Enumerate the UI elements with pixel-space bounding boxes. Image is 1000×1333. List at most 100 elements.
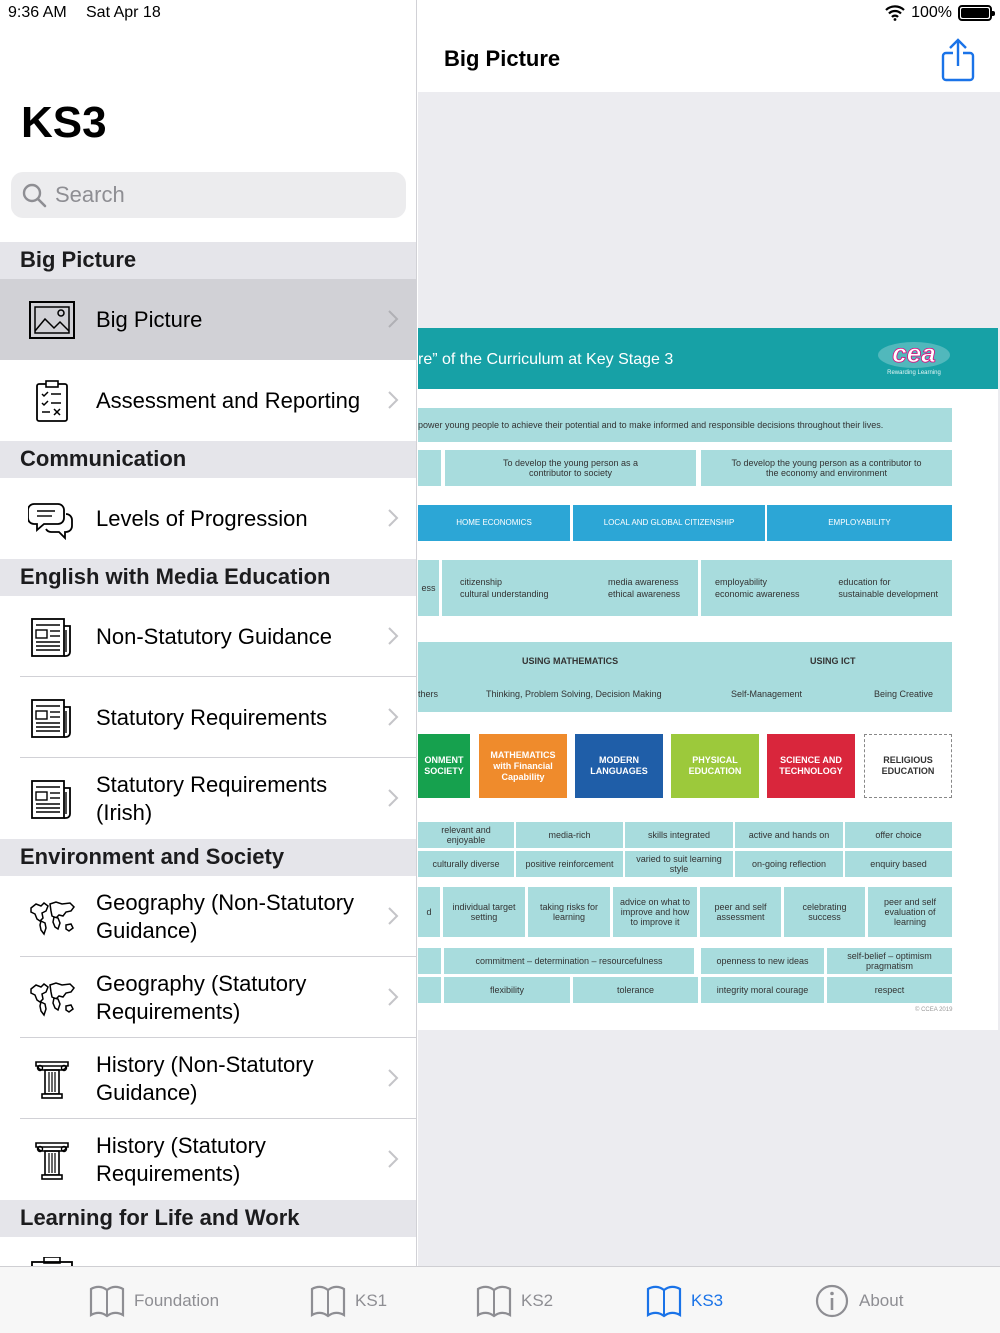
sidebar-item-non-statutory-guidance[interactable]: Non-Statutory Guidance: [0, 596, 416, 677]
newspaper-icon: [31, 618, 71, 657]
poster-strand: LOCAL AND GLOBAL CITIZENSHIP: [573, 505, 765, 541]
key-element: citizenship: [460, 577, 503, 587]
chevron-right-icon: [388, 988, 399, 1006]
tab-label: Foundation: [134, 1291, 220, 1310]
assessment-item: peer and self evaluation of learning: [868, 887, 952, 937]
sidebar-item-label: Statutory Requirements (Irish): [96, 771, 328, 825]
sidebar-item-statutory-requirements-irish[interactable]: Statutory Requirements (Irish): [0, 758, 416, 839]
chevron-right-icon: [388, 789, 399, 807]
section-header-english-with-media-education: English with Media Education: [0, 559, 416, 596]
tab-label: KS1: [355, 1291, 388, 1310]
attitude-item: flexibility: [444, 977, 570, 1003]
sidebar-item-levels-of-progression[interactable]: Levels of Progression: [0, 478, 416, 559]
sidebar-item-big-picture[interactable]: Big Picture: [0, 279, 416, 360]
sidebar-item-geography-non-statutory[interactable]: Geography (Non-Statutory Guidance): [0, 876, 416, 957]
attitude-item: commitment – determination – resourceful…: [444, 948, 694, 974]
chevron-right-icon: [388, 708, 399, 726]
sidebar-item-history-non-statutory[interactable]: History (Non-Statutory Guidance): [0, 1038, 416, 1119]
poster-header: re” of the Curriculum at Key Stage 3 cea…: [418, 328, 998, 389]
poster-strand: HOME ECONOMICS: [418, 505, 570, 541]
battery-icon: [958, 5, 995, 21]
tab-ks2[interactable]: KS2: [475, 1281, 553, 1321]
tab-label: About: [859, 1291, 904, 1310]
clipboard-icon: [36, 380, 68, 422]
key-element: education for: [838, 577, 891, 587]
learning-item: relevant and enjoyable: [418, 822, 514, 848]
key-element: employability: [715, 577, 768, 587]
sidebar-item-label: Geography (Non-Statutory Guidance): [96, 889, 355, 943]
poster-strand: EMPLOYABILITY: [767, 505, 952, 541]
tab-foundation[interactable]: Foundation: [88, 1281, 219, 1321]
book-icon: [89, 1285, 125, 1318]
cea-logo: cea Rewarding Learning: [878, 338, 950, 376]
poster-aim: power young people to achieve their pote…: [418, 408, 952, 442]
sidebar-item-label: Big Picture: [96, 306, 203, 332]
battery-fill: [961, 8, 989, 18]
world-map-icon: [30, 901, 75, 936]
section-header-communication: Communication: [0, 441, 416, 478]
logo-text: cea: [892, 338, 935, 368]
big-picture-poster[interactable]: re” of the Curriculum at Key Stage 3 cea…: [418, 328, 998, 1030]
search-icon: [22, 183, 47, 208]
section-header-learning-for-life-and-work: Learning for Life and Work: [0, 1200, 416, 1237]
sidebar-item-statutory-requirements[interactable]: Statutory Requirements: [0, 677, 416, 758]
assessment-item: peer and self assessment: [700, 887, 781, 937]
chevron-right-icon: [388, 509, 399, 527]
assessment-item: taking risks for learning: [528, 887, 610, 937]
sidebar-item-history-statutory[interactable]: History (Statutory Requirements): [0, 1119, 416, 1200]
sidebar-item-assessment-and-reporting[interactable]: Assessment and Reporting: [0, 360, 416, 441]
skill-item: Self-Management: [731, 689, 803, 699]
poster-title: re” of the Curriculum at Key Stage 3: [418, 351, 674, 368]
sidebar-title: KS3: [21, 98, 107, 147]
sidebar-item-label: History (Non-Statutory Guidance): [96, 1051, 314, 1105]
book-icon: [646, 1285, 682, 1318]
tab-ks3[interactable]: KS3: [645, 1281, 723, 1321]
world-map-icon: [30, 982, 75, 1017]
status-indicators: 100%: [885, 4, 995, 22]
column-icon: [35, 1142, 69, 1180]
sidebar-item-partial[interactable]: [0, 1237, 416, 1266]
learning-item: positive reinforcement: [516, 851, 623, 877]
subject-box: ONMENT SOCIETY: [418, 734, 470, 798]
skill-item: thers: [418, 689, 439, 699]
assessment-item: celebrating success: [784, 887, 865, 937]
skill-item: Thinking, Problem Solving, Decision Maki…: [486, 689, 662, 699]
status-date: Sat Apr 18: [86, 4, 161, 21]
skill-item: Being Creative: [874, 689, 934, 699]
chevron-right-icon: [388, 627, 399, 645]
speech-bubbles-icon: [28, 503, 73, 540]
page-title: Big Picture: [444, 46, 561, 71]
newspaper-icon: [31, 780, 71, 819]
key-element: economic awareness: [715, 589, 800, 599]
attitude-item: respect: [827, 977, 952, 1003]
share-icon[interactable]: [940, 38, 976, 82]
search-placeholder: Search: [55, 182, 125, 207]
search-input[interactable]: Search: [11, 172, 406, 218]
tab-label: KS2: [521, 1291, 554, 1310]
sidebar-item-label: History (Statutory Requirements): [96, 1132, 266, 1186]
briefcase-icon: [31, 1257, 73, 1266]
chevron-right-icon: [388, 310, 399, 328]
skill-heading: USING ICT: [810, 656, 856, 666]
poster-copyright: © CCEA 2019: [915, 1007, 953, 1013]
status-bar: 9:36 AM Sat Apr 18 100%: [0, 0, 1000, 26]
subject-box: MODERN LANGUAGES: [575, 734, 663, 798]
section-header-environment-and-society: Environment and Society: [0, 839, 416, 876]
tab-about[interactable]: About: [813, 1281, 903, 1321]
battery-percent: 100%: [911, 4, 952, 21]
tab-ks1[interactable]: KS1: [309, 1281, 387, 1321]
chevron-right-icon: [388, 907, 399, 925]
learning-item: on-going reflection: [735, 851, 843, 877]
sidebar-item-geography-statutory[interactable]: Geography (Statutory Requirements): [0, 957, 416, 1038]
key-element: ethical awareness: [607, 589, 680, 599]
chevron-right-icon: [388, 391, 399, 409]
book-icon: [476, 1285, 512, 1318]
subject-box: SCIENCE AND TECHNOLOGY: [767, 734, 855, 798]
column-icon: [35, 1061, 69, 1099]
poster-skills: USING MATHEMATICS USING ICT thers Thinki…: [418, 642, 952, 712]
learning-item: media-rich: [516, 822, 623, 848]
attitude-item: self-belief – optimism pragmatism: [827, 948, 952, 974]
attitude-item: openness to new ideas: [701, 948, 824, 974]
sidebar-list: Big Picture Big Picture Assessment and R…: [0, 242, 416, 1266]
attitude-fragment: [418, 977, 441, 1003]
